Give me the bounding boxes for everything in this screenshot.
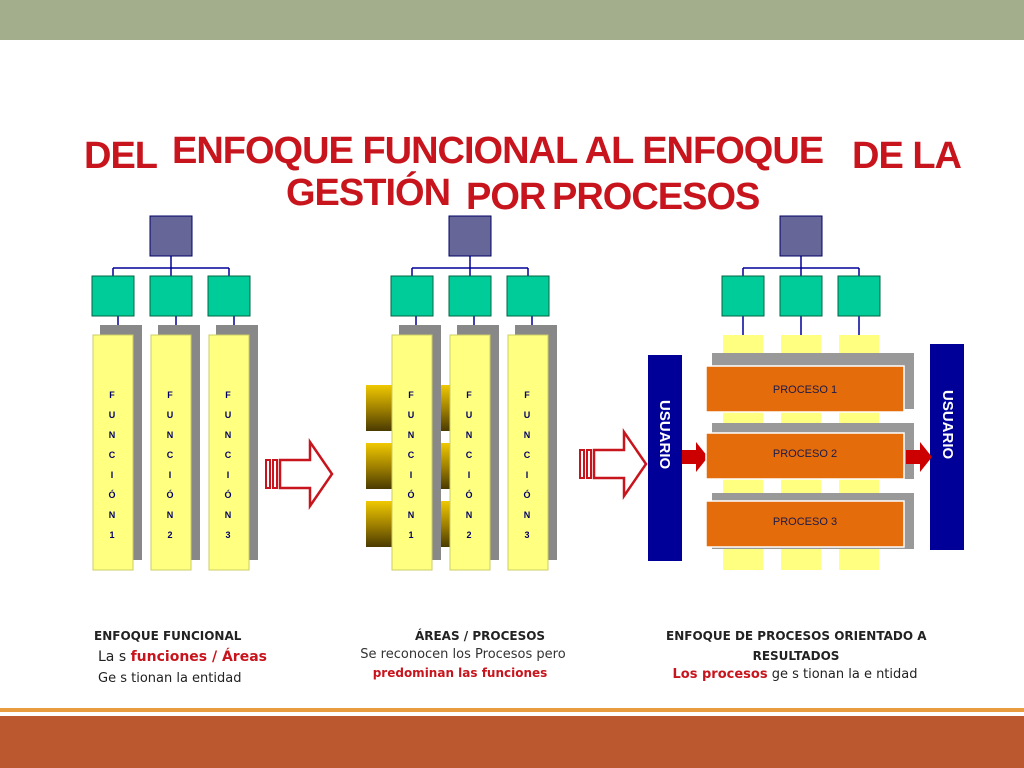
title-gestion: GESTIÓN	[286, 172, 451, 214]
process-label: PROCESO 2	[772, 448, 838, 460]
function-label: F U N C I Ó N 2	[165, 390, 175, 540]
caption-2-line2: predominan las funciones	[372, 666, 548, 680]
department-box	[506, 275, 550, 317]
department-box	[779, 275, 823, 317]
caption-3-rest: ge s tionan la e ntidad	[771, 667, 918, 682]
user-bar-right	[930, 344, 964, 550]
title-line1: ENFOQUE FUNCIONAL AL ENFOQUE	[172, 130, 824, 172]
caption-3-title-1: ENFOQUE DE PROCESOS ORIENTADO A	[666, 629, 927, 643]
arrow-right-icon	[579, 428, 648, 500]
title-del: DEL	[84, 135, 158, 177]
title-por: POR	[466, 176, 546, 218]
arrow-right-icon	[906, 442, 932, 472]
top-box	[149, 215, 193, 257]
top-band	[0, 0, 1024, 40]
function-label: F U N C I Ó N 3	[223, 390, 233, 540]
process-oriented-diagram	[648, 215, 964, 570]
process-label: PROCESO 1	[772, 384, 838, 396]
function-label: F U N C I Ó N 3	[522, 390, 532, 540]
function-column	[208, 334, 250, 571]
arrow-right-icon	[265, 438, 334, 510]
caption-1-prefix: La s	[98, 649, 127, 665]
department-box	[721, 275, 765, 317]
caption-1-line2: Ge s tionan la entidad	[98, 671, 242, 686]
caption-3-highlight: Los procesos	[672, 667, 768, 682]
functional-diagram	[91, 215, 258, 571]
function-label: F U N C I Ó N 1	[107, 390, 117, 540]
caption-1-highlight: funciones / Áreas	[130, 649, 267, 665]
department-box	[448, 275, 492, 317]
arrow-right-icon	[682, 442, 708, 472]
function-label: F U N C I Ó N 2	[464, 390, 474, 540]
areas-processes-diagram	[366, 215, 557, 571]
user-bar-left	[648, 355, 682, 561]
process-bar	[705, 432, 905, 480]
caption-1-line1: La s funciones / Áreas	[98, 649, 267, 665]
function-column	[92, 334, 134, 571]
department-box	[91, 275, 135, 317]
process-bar	[705, 500, 905, 548]
user-label-left: USUARIO	[656, 400, 673, 470]
title-procesos: PROCESOS	[552, 176, 760, 218]
caption-1-title: ENFOQUE FUNCIONAL	[94, 629, 242, 643]
bottom-band	[0, 716, 1024, 768]
caption-2-title: ÁREAS / PROCESOS	[414, 629, 546, 643]
caption-3-title-2: RESULTADOS	[752, 649, 840, 663]
function-label: F U N C I Ó N 1	[406, 390, 416, 540]
department-box	[149, 275, 193, 317]
function-column	[391, 334, 433, 571]
function-column	[449, 334, 491, 571]
bottom-accent-line	[0, 708, 1024, 712]
caption-3-line: Los procesos ge s tionan la e ntidad	[660, 667, 930, 682]
function-column	[150, 334, 192, 571]
process-bar	[705, 365, 905, 413]
department-box	[207, 275, 251, 317]
caption-2-line1: Se reconocen los Procesos pero	[360, 647, 566, 662]
top-box	[779, 215, 823, 257]
user-label-right: USUARIO	[939, 390, 956, 460]
function-column	[507, 334, 549, 571]
process-label: PROCESO 3	[772, 516, 838, 528]
department-box	[390, 275, 434, 317]
top-box	[448, 215, 492, 257]
title-de-la: DE LA	[852, 135, 962, 177]
department-box	[837, 275, 881, 317]
org-connectors	[742, 256, 860, 335]
